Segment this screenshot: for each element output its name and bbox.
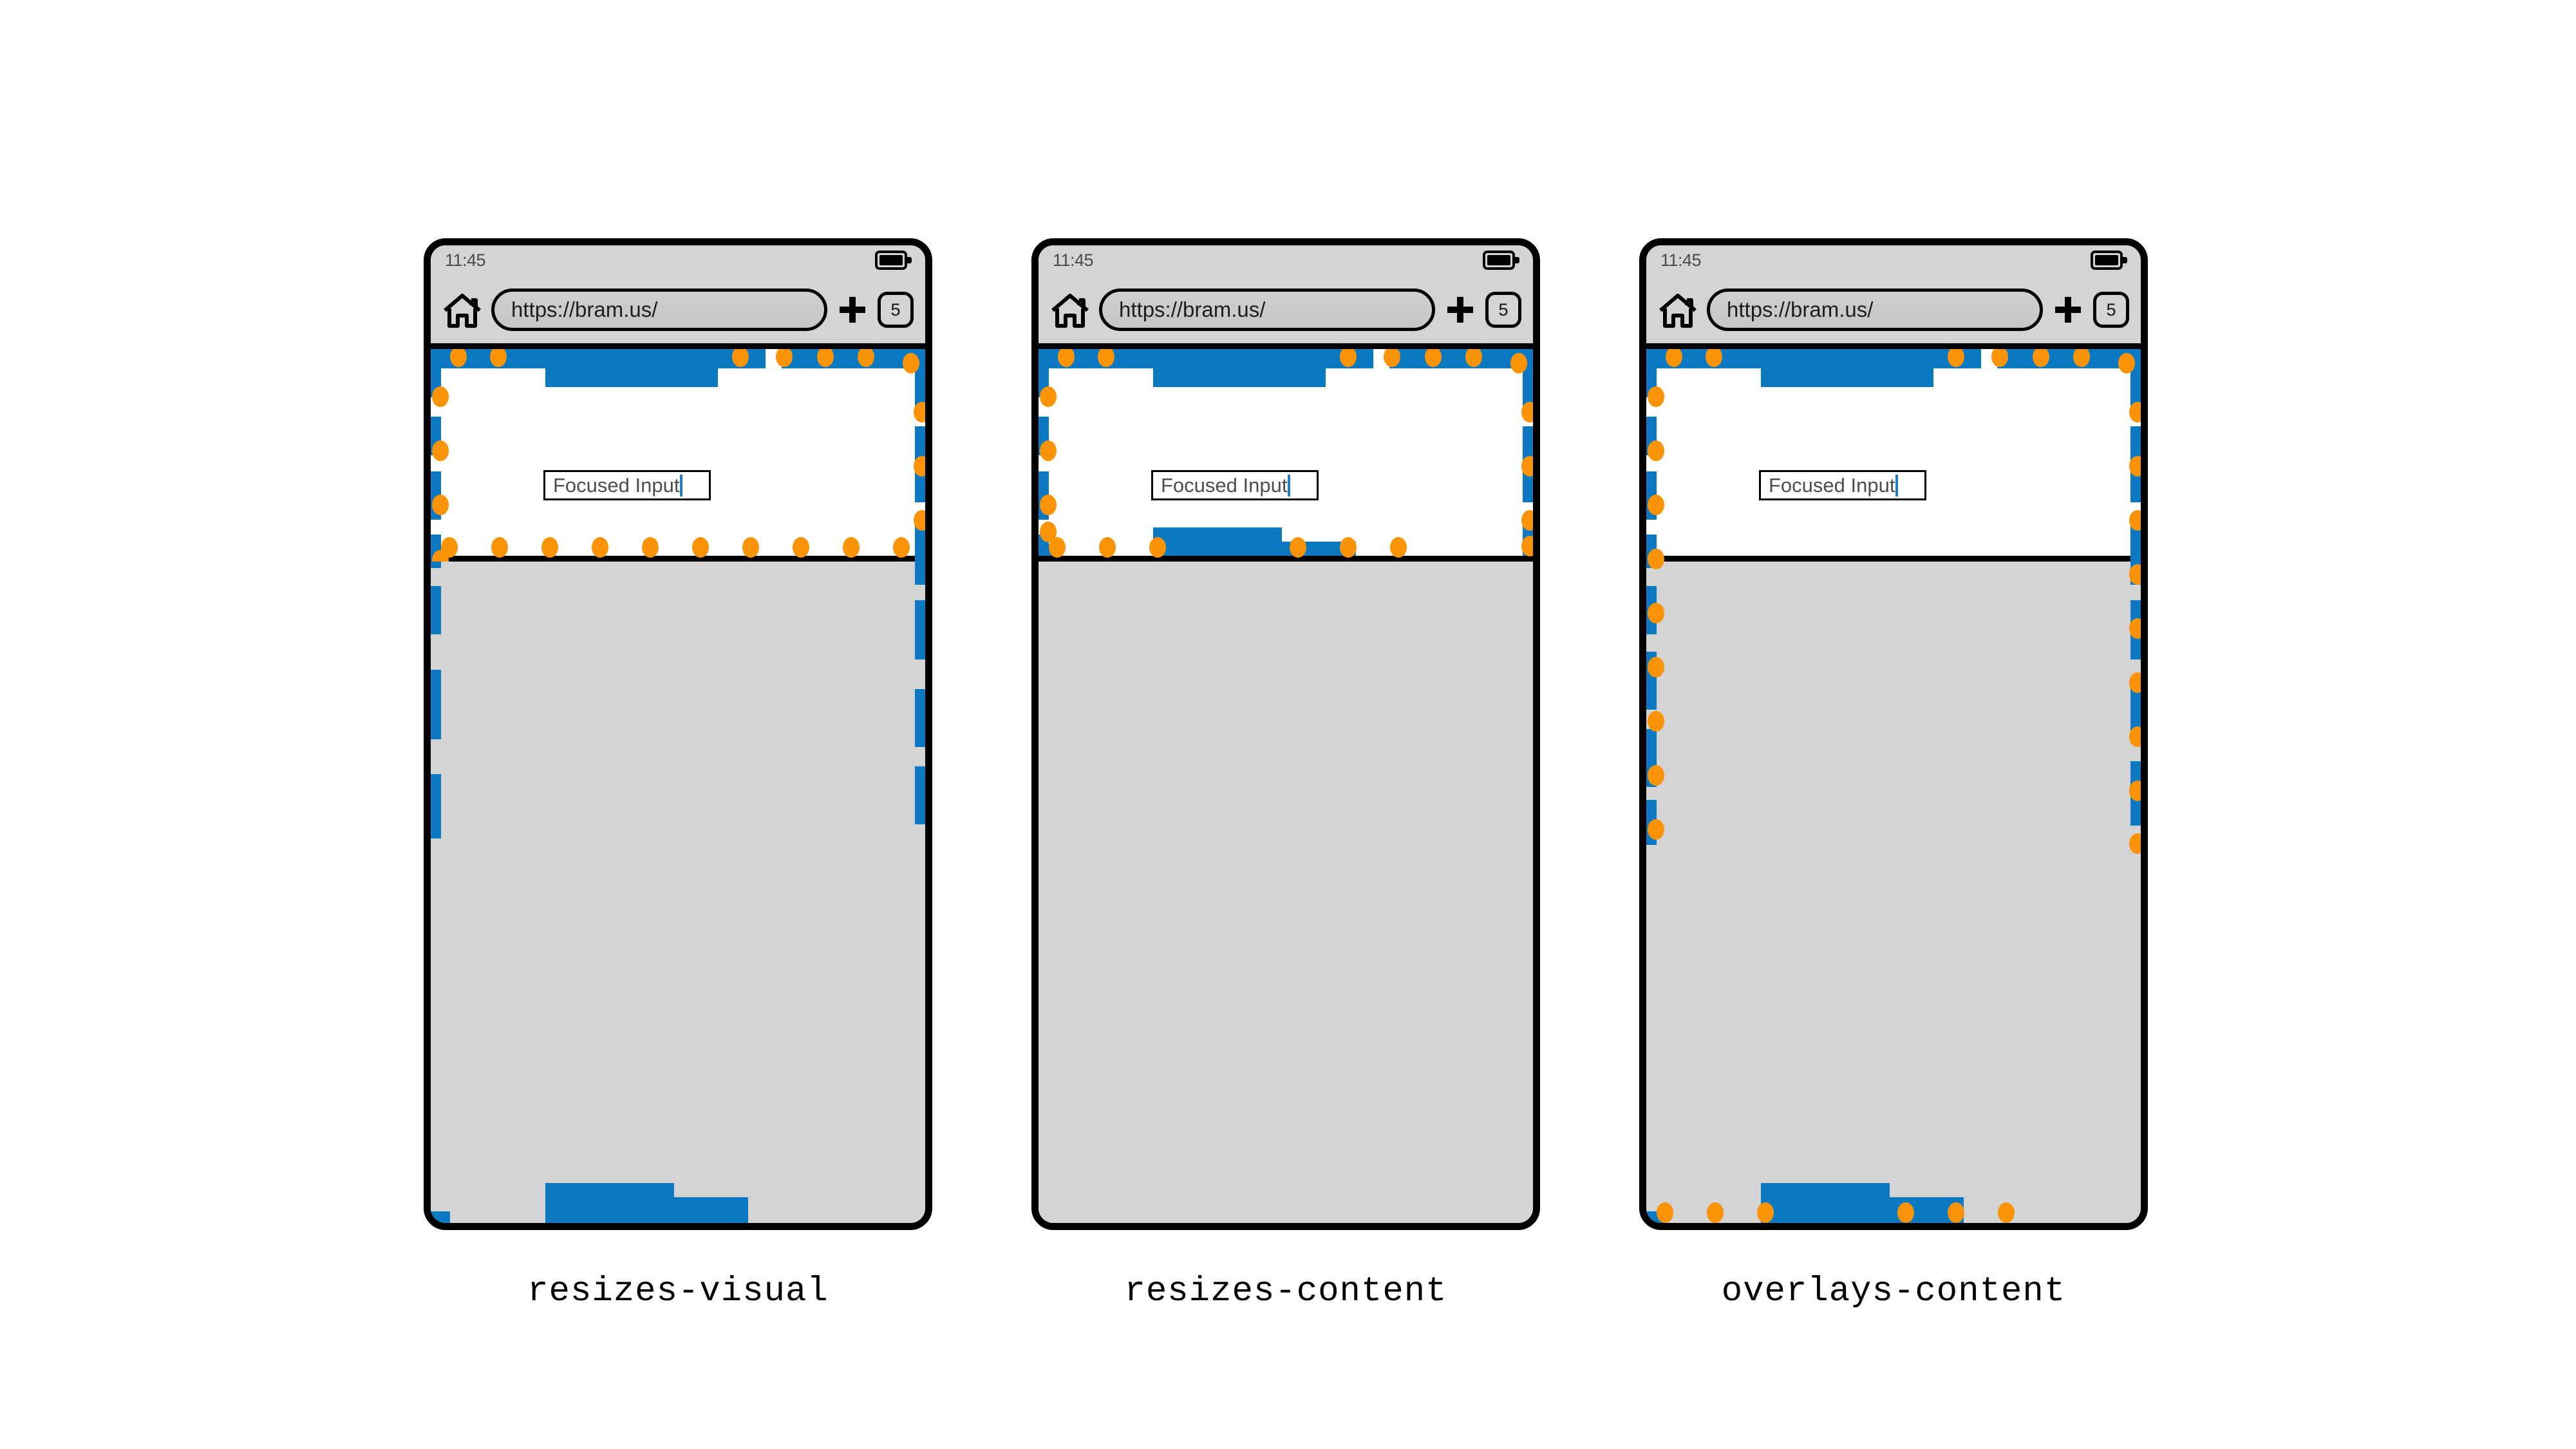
url-bar[interactable]: https://bram.us/ (491, 289, 827, 331)
focused-input[interactable]: Focused Input (1151, 470, 1319, 500)
page-header-block (1153, 349, 1326, 387)
battery-full-icon (875, 251, 912, 270)
browser-toolbar: https://bram.us/ 5 (1646, 276, 2141, 349)
viewport-area: Focused Input (431, 349, 925, 1223)
footer-block-2 (1282, 542, 1356, 556)
home-icon[interactable] (1050, 291, 1090, 328)
battery-full-icon (2091, 251, 2127, 270)
tab-count-button[interactable]: 5 (1485, 292, 1521, 328)
phone-frame: 11:45 https://bram.us/ (424, 238, 932, 1230)
status-clock: 11:45 (1053, 251, 1094, 270)
viewport-area: Focused Input (1039, 349, 1533, 1223)
focused-input-value: Focused Input (1161, 473, 1288, 497)
page-content-area: Focused Input (431, 349, 925, 562)
tab-count-label: 5 (890, 299, 901, 319)
plus-icon[interactable] (838, 295, 867, 325)
status-bar: 11:45 (431, 245, 925, 276)
footer-block (545, 1183, 674, 1211)
footer-block-2 (674, 1197, 748, 1211)
virtual-keyboard (1039, 562, 1533, 1223)
url-text: https://bram.us/ (1727, 298, 1874, 321)
caption-overlays-content: overlays-content (1721, 1272, 2066, 1311)
page-content-area: Focused Input (1039, 349, 1533, 562)
tab-count-label: 5 (2106, 299, 2116, 319)
virtual-keyboard (1646, 562, 2141, 1223)
status-clock: 11:45 (445, 251, 486, 270)
url-text: https://bram.us/ (1119, 298, 1266, 321)
caption-resizes-content: resizes-content (1124, 1272, 1447, 1311)
footer-block (1153, 527, 1282, 556)
battery-full-icon (1483, 251, 1519, 270)
url-bar[interactable]: https://bram.us/ (1099, 289, 1435, 331)
home-icon[interactable] (1658, 291, 1698, 328)
text-caret (1895, 474, 1899, 497)
tab-count-button[interactable]: 5 (2093, 292, 2129, 328)
plus-icon[interactable] (1445, 295, 1475, 325)
status-bar: 11:45 (1039, 245, 1533, 276)
tab-count-button[interactable]: 5 (878, 292, 914, 328)
phone-figure-resizes-content: 11:45 https://bram.us/ (1031, 238, 1540, 1230)
viewport-area: Focused Input (1646, 349, 2141, 1223)
focused-input-value: Focused Input (1769, 473, 1895, 497)
browser-toolbar: https://bram.us/ 5 (1039, 276, 1533, 349)
plus-icon[interactable] (2053, 295, 2083, 325)
page-content-area: Focused Input (1646, 349, 2141, 562)
tab-count-label: 5 (1498, 299, 1509, 319)
browser-toolbar: https://bram.us/ 5 (431, 276, 925, 349)
page-header-block (545, 349, 718, 387)
focused-input[interactable]: Focused Input (543, 470, 711, 500)
focused-input-value: Focused Input (553, 473, 680, 497)
caption-resizes-visual: resizes-visual (527, 1272, 829, 1311)
phone-frame: 11:45 https://bram.us/ (1639, 238, 2148, 1230)
virtual-keyboard (431, 562, 925, 1223)
phone-figure-resizes-visual: 11:45 https://bram.us/ (424, 238, 932, 1230)
focused-input[interactable]: Focused Input (1759, 470, 1926, 500)
text-caret (1288, 474, 1291, 497)
footer-block-2 (1890, 1197, 1964, 1211)
home-icon[interactable] (442, 291, 482, 328)
phone-figure-overlays-content: 11:45 https://bram.us/ (1639, 238, 2148, 1230)
status-bar: 11:45 (1646, 245, 2141, 276)
url-bar[interactable]: https://bram.us/ (1707, 289, 2043, 331)
phone-frame: 11:45 https://bram.us/ (1031, 238, 1540, 1230)
text-caret (680, 474, 683, 497)
page-header-block (1761, 349, 1933, 387)
url-text: https://bram.us/ (511, 298, 658, 321)
footer-block (1761, 1183, 1890, 1211)
status-clock: 11:45 (1660, 251, 1702, 270)
